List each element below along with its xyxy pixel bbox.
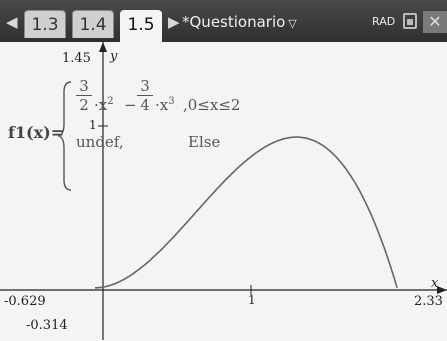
term-x-cubed: ·x3 [155,96,175,114]
x-axis-label: x [431,276,439,291]
x-tick-label: 1 [248,293,256,307]
x-min-label: -0.629 [4,294,46,309]
tab-1-3[interactable]: 1.3 [24,10,66,38]
fraction-3-4: 3 4 [137,78,153,114]
piecewise-brace [58,81,72,191]
x-max-label: 2.33 [414,294,443,309]
function-name: f1(x)= [8,123,65,142]
graph-area[interactable] [0,42,447,341]
close-icon[interactable]: ✕ [423,11,447,33]
term-x-squared: ·x2 [94,96,114,114]
tab-scroll-left-icon[interactable]: ◀ [6,13,18,31]
y-axis-arrow-icon [99,42,107,52]
tab-1-5[interactable]: 1.5 [120,10,162,42]
piece1-condition: ,0≤x≤2 [183,96,241,114]
y-axis-label: y [110,49,118,64]
tab-scroll-right-icon[interactable]: ▶ [168,13,180,31]
function-curve [95,136,398,289]
angle-mode-indicator: RAD [372,15,396,28]
document-title-menu[interactable]: *Questionario▽ [182,13,297,31]
battery-icon [403,13,417,29]
document-title: *Questionario [182,13,286,31]
y-min-label: -0.314 [26,318,68,333]
fraction-3-2: 3 2 [76,78,92,114]
y-tick-label: 1 [89,118,97,132]
y-max-label: 1.45 [62,51,91,66]
minus-sign: − [124,96,137,114]
x-axis-arrow-icon [437,286,447,294]
piece2-value: undef, [76,133,124,151]
chevron-down-icon: ▽ [288,17,297,30]
piece2-condition: Else [188,133,221,151]
tab-bar: ◀ 1.3 1.4 1.5 ▶ *Questionario▽ RAD ✕ [0,0,447,42]
tab-1-4[interactable]: 1.4 [72,10,114,38]
